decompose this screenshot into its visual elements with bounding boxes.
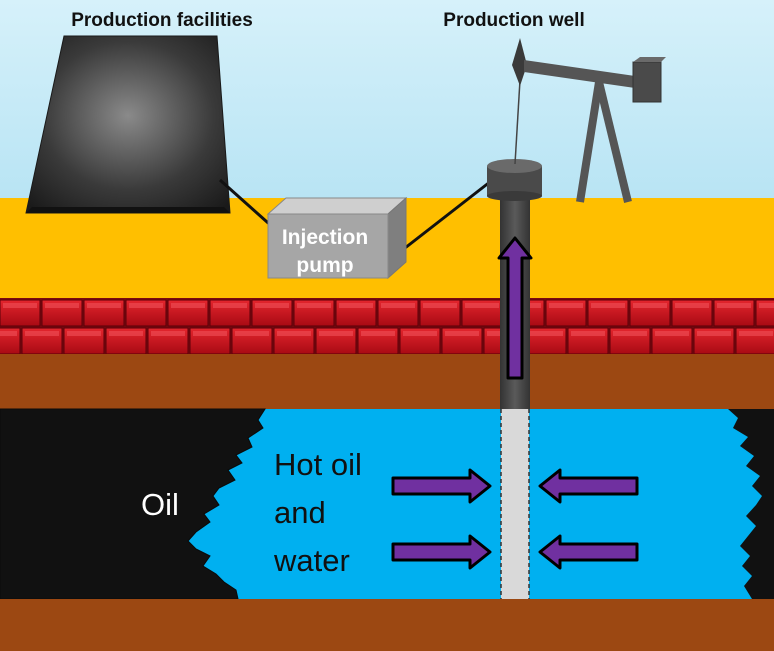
facility-building-shadow bbox=[26, 207, 230, 213]
brick-highlight bbox=[717, 303, 751, 308]
brick-highlight bbox=[697, 331, 731, 336]
brick-highlight bbox=[739, 331, 773, 336]
well-bore bbox=[501, 409, 529, 599]
brick-highlight bbox=[3, 303, 37, 308]
soil-upper bbox=[0, 354, 774, 409]
hot-oil-label-line3: water bbox=[273, 543, 350, 578]
brick-highlight bbox=[445, 331, 479, 336]
oil-zone-left bbox=[0, 408, 266, 600]
production-well-label: Production well bbox=[443, 10, 584, 31]
brick-highlight bbox=[151, 331, 185, 336]
brick-highlight bbox=[465, 303, 499, 308]
brick-highlight bbox=[759, 303, 774, 308]
brick-highlight bbox=[549, 303, 583, 308]
brick-highlight bbox=[235, 331, 269, 336]
brick-highlight bbox=[109, 331, 143, 336]
production-facilities-label: Production facilities bbox=[71, 10, 253, 31]
brick-highlight bbox=[675, 303, 709, 308]
wellhead-icon bbox=[487, 159, 542, 201]
brick-highlight bbox=[25, 331, 59, 336]
brick-highlight bbox=[423, 303, 457, 308]
oil-zone-right bbox=[728, 409, 774, 599]
brick-highlight bbox=[87, 303, 121, 308]
brick-highlight bbox=[381, 303, 415, 308]
brick-highlight bbox=[0, 331, 17, 336]
flow-arrow-right-upper bbox=[391, 468, 492, 504]
brick-highlight bbox=[171, 303, 205, 308]
hot-oil-label-line1: Hot oil bbox=[274, 447, 362, 482]
brick-highlight bbox=[655, 331, 689, 336]
brick-highlight bbox=[529, 331, 563, 336]
brick-highlight bbox=[361, 331, 395, 336]
upward-flow-arrow-icon bbox=[497, 236, 533, 380]
flow-arrow-left-lower bbox=[538, 534, 639, 570]
hot-oil-label-line2: and bbox=[274, 495, 326, 530]
connector-line-left bbox=[219, 178, 277, 232]
connector-line-right bbox=[404, 176, 496, 250]
brick-highlight bbox=[255, 303, 289, 308]
flow-arrow-left-upper bbox=[538, 468, 639, 504]
brick-highlight bbox=[403, 331, 437, 336]
brick-highlight bbox=[339, 303, 373, 308]
oil-label: Oil bbox=[141, 487, 179, 522]
brick-highlight bbox=[129, 303, 163, 308]
brick-highlight bbox=[591, 303, 625, 308]
cap-rock-bricks bbox=[0, 298, 774, 355]
pumpjack-icon bbox=[512, 38, 666, 203]
brick-highlight bbox=[297, 303, 331, 308]
brick-highlight bbox=[613, 331, 647, 336]
injection-pump-label-line2: pump bbox=[296, 254, 353, 277]
soil-lower bbox=[0, 599, 774, 651]
brick-highlight bbox=[319, 331, 353, 336]
flow-arrow-right-lower bbox=[391, 534, 492, 570]
brick-highlight bbox=[213, 303, 247, 308]
brick-highlight bbox=[45, 303, 79, 308]
brick-highlight bbox=[277, 331, 311, 336]
brick-highlight bbox=[193, 331, 227, 336]
injection-pump-label-line1: Injection bbox=[282, 226, 368, 249]
brick-highlight bbox=[633, 303, 667, 308]
brick-highlight bbox=[571, 331, 605, 336]
injection-pump-icon bbox=[266, 196, 408, 280]
brick-highlight bbox=[67, 331, 101, 336]
